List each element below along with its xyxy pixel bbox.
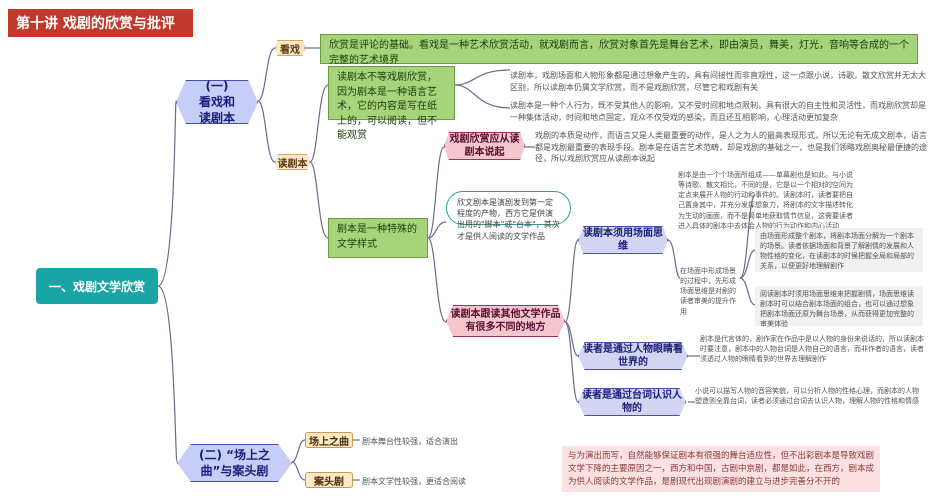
blue2-node: 读者是通过人物眼睛看世界的 <box>578 342 688 370</box>
blue1-side: 在场面中形成场景的过程中，先形成场面思维是对剧的读者审美的提升作用 <box>680 267 736 316</box>
b1-note2: 读剧本是一种个人行为，既不受其他人的影响，又不受时间和地点限制，具有很大的自主性… <box>510 101 926 122</box>
blue1-label: 读剧本须用场面思维 <box>583 227 663 253</box>
pink1-label: 戏剧欣赏应从读剧本说起 <box>449 133 520 159</box>
b2-node: 剧本是一种特殊的文学样式 <box>328 218 428 258</box>
root-node: 一、戏剧文学欣赏 <box>36 268 158 304</box>
changshang-text: 剧本舞台性较强，适合演出 <box>362 437 458 446</box>
kanxi-tag: 看戏 <box>275 40 305 56</box>
part2-label-line1: (二) “场上之 <box>198 447 271 462</box>
part2-label-line2: 曲”与案头剧 <box>200 464 269 478</box>
pink2-label: 读剧本跟读其他文学作品有很多不同的地方 <box>450 308 561 334</box>
part1-label-line2: 看戏和 <box>198 94 235 109</box>
changshang-tag: 场上之曲 <box>305 432 353 448</box>
part1-node: (一) 看戏和 读剧本 <box>176 80 258 124</box>
bottom-note: 与为演出而写，自然能够保证剧本有很强的舞台适应性，但不出彩剧本是导致戏剧文学下降… <box>562 446 880 492</box>
part1-label-line1: (一) <box>205 78 229 93</box>
pink1-text: 戏剧的本质是动作，而语言又是人类最重要的动作，是人之为人的最高表现形式，所以无论… <box>535 131 927 164</box>
bubble-note: 欣文剧本是演剧发到第一定程度的产物，西方它是供演出用的"脚本"或"台本"，其次才… <box>446 191 571 241</box>
b1-note1: 读剧本，戏剧场面和人物形象都是通过想象产生的，具有间接性而非直观性，这一点跟小说… <box>510 71 926 92</box>
blue3-node: 读者是通过台词认识人物的 <box>578 388 686 416</box>
antou-tag: 案头剧 <box>305 472 353 488</box>
blue3-text: 小说可以描写人物的音容笑貌，可以分析人物的性格心理，而剧本的人物塑造则全靠台词，… <box>695 387 919 406</box>
pink2-node: 读剧本跟读其他文学作品有很多不同的地方 <box>446 305 565 337</box>
dujuben-tag: 读剧本 <box>275 154 310 170</box>
page-title: 第十讲 戏剧的欣赏与批评 <box>8 9 193 37</box>
antou-text: 剧本文学性较强，更适合阅读 <box>362 477 466 486</box>
pink1-node: 戏剧欣赏应从读剧本说起 <box>444 132 525 160</box>
part1-label-line3: 读剧本 <box>198 111 235 126</box>
blue3-label: 读者是通过台词认识人物的 <box>582 389 682 415</box>
blue2-label: 读者是通过人物眼睛看世界的 <box>583 343 683 369</box>
b1-node: 读剧本不等戏剧欣赏，因为剧本是一种语言艺术，它的内容是写在纸上的，可以阅读，但不… <box>328 66 455 141</box>
kanxi-text: 欣赏是评论的基础。看戏是一种艺术欣赏活动，就戏剧而言，欣赏对象首先是舞台艺术，即… <box>320 34 918 66</box>
part2-node: (二) “场上之 曲”与案头剧 <box>177 444 292 482</box>
blue1-text-bot: 阅读剧本时须用场面思维来把握剧情，场面思维读剧本时可以结合剧本场面的组合，也可以… <box>755 286 923 328</box>
blue1-text-mid: 由场面形成整个剧本，将剧本场面分解为一个剧本的场景。读者依据场面和背景了解剧情的… <box>755 228 923 272</box>
blue1-text-top: 剧本是由一个个场面所组成——单幕剧也是如此。与小说等诗歌、散文相比，不同的是，它… <box>678 171 853 230</box>
blue1-node: 读剧本须用场面思维 <box>578 226 668 254</box>
blue2-text: 剧本是代言体的，剧作家在作品中是以人物的身份来说话的，所以读剧本时要注意，剧本中… <box>700 335 924 364</box>
